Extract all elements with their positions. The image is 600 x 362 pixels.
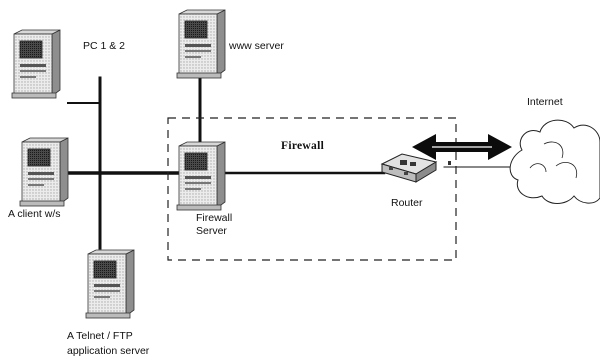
telnet-server-label-line1: A Telnet / FTP xyxy=(67,330,133,342)
pc12-label: PC 1 & 2 xyxy=(83,40,126,52)
computer-telnet-server-icon xyxy=(85,249,135,319)
telnet-server-label-line2: application server xyxy=(67,345,150,357)
computer-pc12-icon xyxy=(11,29,61,99)
firewall-server-label-line1: Firewall xyxy=(196,212,233,224)
computer-www-server-icon xyxy=(176,9,226,79)
cloud-icon xyxy=(509,119,600,204)
firewall-server-label-line2: Server xyxy=(196,225,227,237)
connector-marker xyxy=(448,161,451,165)
client-label: A client w/s xyxy=(8,208,61,220)
router-label: Router xyxy=(391,197,423,209)
firewall-boundary xyxy=(167,117,457,261)
firewall-title: Firewall xyxy=(281,140,325,152)
computer-firewall-server-icon xyxy=(176,141,226,211)
connection-lines xyxy=(56,66,515,250)
internet-label: Internet xyxy=(527,96,563,108)
double-arrow-icon xyxy=(412,134,512,160)
computer-client-icon xyxy=(19,137,69,207)
router-icon xyxy=(380,153,438,183)
www-server-label: www server xyxy=(229,40,284,52)
